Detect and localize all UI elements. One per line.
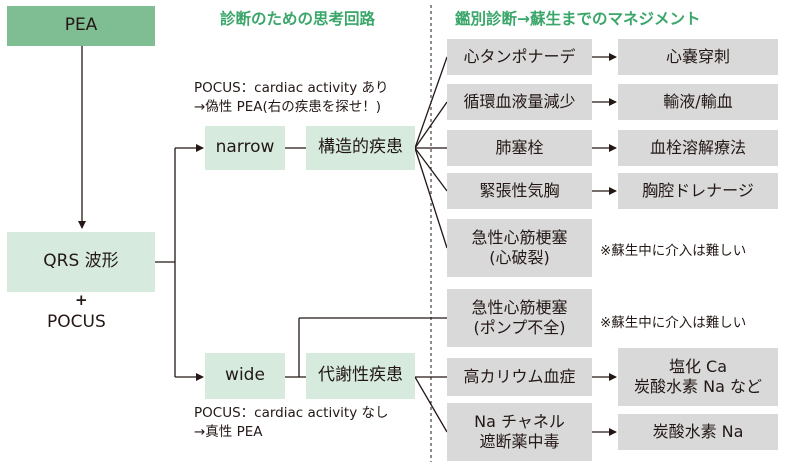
wide-note-line1: POCUS：cardiac activity なし (194, 405, 389, 421)
mgmt-calcium-line2: 炭酸水素 Na など (634, 377, 762, 396)
note-pump-difficult: ※蘇生中に介入は難しい (600, 315, 747, 331)
cause-hypovolemia: 循環血液量減少 (447, 84, 592, 120)
cause-ami-rupture-line2: (心破裂) (489, 248, 550, 267)
wide-pocus-note: POCUS：cardiac activity なし →真性 PEA (194, 404, 389, 442)
metabolic-disease-box: 代謝性疾患 (306, 353, 415, 399)
wide-note-line2: →真性 PEA (194, 424, 263, 440)
mgmt-chest-drainage: 胸腔ドレナージ (618, 173, 778, 209)
cause-tension-pneumothorax: 緊張性気胸 (447, 173, 592, 209)
cause-ami-rupture: 急性心筋梗塞 (心破裂) (447, 219, 592, 277)
mgmt-pericardiocentesis: 心嚢穿刺 (618, 39, 778, 75)
mgmt-thrombolysis: 血栓溶解療法 (618, 130, 778, 166)
cause-na-channel-line2: 遮断薬中毒 (479, 432, 560, 451)
wide-box: wide (205, 353, 285, 399)
narrow-note-line2: →偽性 PEA(右の疾患を探せ！) (194, 99, 382, 115)
cause-pulmonary-embolism: 肺塞栓 (447, 130, 592, 166)
cause-ami-pump-line2: (ポンプ不全) (473, 318, 566, 337)
narrow-note-line1: POCUS：cardiac activity あり (194, 80, 389, 96)
cause-na-channel-blocker: Na チャネル 遮断薬中毒 (447, 403, 592, 461)
mgmt-calcium-line1: 塩化 Ca (668, 357, 728, 376)
mgmt-calcium-bicarbonate: 塩化 Ca 炭酸水素 Na など (618, 348, 778, 406)
cause-ami-rupture-line1: 急性心筋梗塞 (471, 228, 568, 247)
header-management: 鑑別診断→蘇生までのマネジメント (455, 10, 701, 28)
structural-disease-box: 構造的疾患 (306, 126, 415, 170)
plus-sign: + (75, 291, 88, 309)
narrow-pocus-note: POCUS：cardiac activity あり →偽性 PEA(右の疾患を探… (194, 79, 389, 117)
cause-na-channel-line1: Na チャネル (474, 412, 565, 431)
pocus-label: POCUS (47, 312, 106, 332)
header-diagnostic-thinking: 診断のための思考回路 (220, 10, 376, 28)
mgmt-sodium-bicarbonate: 炭酸水素 Na (618, 414, 778, 450)
narrow-box: narrow (205, 126, 285, 170)
note-rupture-difficult: ※蘇生中に介入は難しい (600, 243, 747, 259)
cause-ami-pump-line1: 急性心筋梗塞 (471, 298, 568, 317)
cause-cardiac-tamponade: 心タンポナーデ (447, 39, 592, 75)
mgmt-transfusion: 輸液/輸血 (618, 84, 778, 120)
pea-box: PEA (7, 6, 155, 46)
cause-hyperkalemia: 高カリウム血症 (447, 358, 592, 396)
qrs-box: QRS 波形 (7, 232, 155, 292)
cause-ami-pump-failure: 急性心筋梗塞 (ポンプ不全) (447, 289, 592, 347)
